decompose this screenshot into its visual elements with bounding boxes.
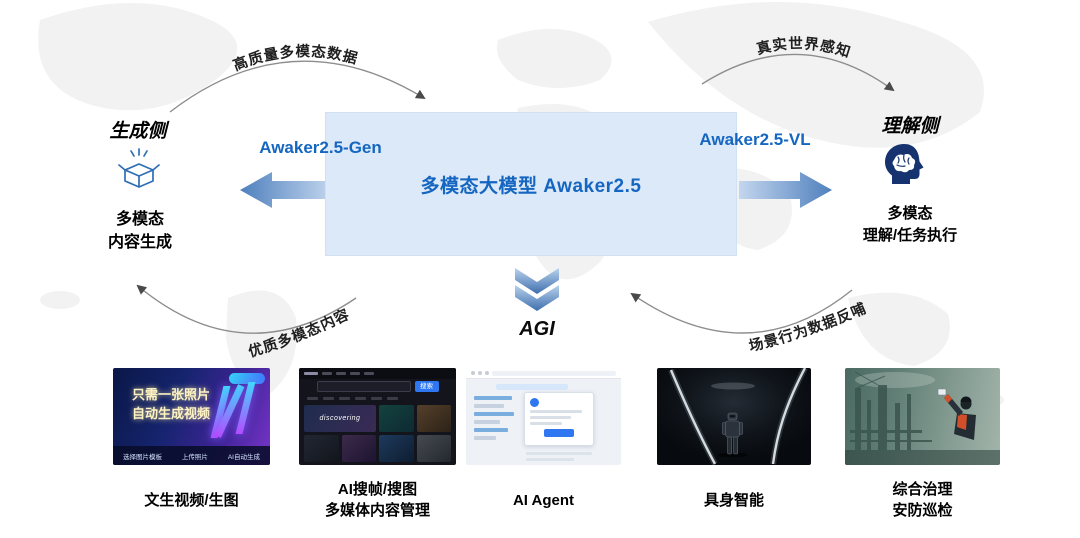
robot-figure xyxy=(722,412,743,455)
mini-banner xyxy=(496,384,568,390)
mini-link xyxy=(474,396,512,400)
mini-link xyxy=(474,428,508,432)
window-dot xyxy=(471,371,475,375)
caption-line: AI Agent xyxy=(512,491,575,509)
mini-search-button: 搜索 xyxy=(414,381,439,392)
mini-link xyxy=(474,436,496,440)
mini-search-row: 搜索 xyxy=(299,379,456,394)
mini-sidebar-links xyxy=(474,396,516,444)
caption-line: 多媒体内容管理 xyxy=(324,502,430,519)
understanding-caption-line2: 理解/任务执行 xyxy=(862,227,958,244)
promo-step-1: 选择图片模板 xyxy=(122,453,162,461)
promo-headline-2: 自动生成视频 xyxy=(131,406,210,421)
bottom-left-arc-arrow xyxy=(136,284,357,334)
bottom-left-arc-label: 优质多模态内容 xyxy=(246,305,352,361)
mini-confirm-button xyxy=(544,429,574,437)
understanding-side-label: 理解侧 xyxy=(881,116,939,137)
generation-box-icon xyxy=(116,146,162,192)
mini-search-input xyxy=(316,381,411,392)
top-right-arc-arrow xyxy=(701,53,895,92)
mini-navbar xyxy=(299,368,456,379)
generation-caption: 多模态 内容生成 xyxy=(82,208,198,254)
caption-line: 综合治理 xyxy=(892,481,953,498)
window-dot xyxy=(478,371,482,375)
mini-category xyxy=(387,397,398,400)
mini-bot-avatar-icon xyxy=(530,398,539,407)
card-caption-embodied: 具身智能 xyxy=(657,478,811,522)
mini-menu-item xyxy=(336,372,346,375)
awaker-gen-label: Awaker2.5-Gen xyxy=(259,138,382,157)
understanding-brain-icon xyxy=(880,141,928,189)
mini-text-line xyxy=(530,410,583,413)
caption-line: AI搜帧/搜图 xyxy=(337,481,418,498)
bottom-right-arc-arrow xyxy=(630,289,853,334)
generation-caption-line1: 多模态 xyxy=(115,211,164,228)
agi-chevron-icon xyxy=(515,285,559,311)
promo-step-3: AI自动生成 xyxy=(227,453,260,461)
agi-chevron-icon xyxy=(515,268,559,294)
mini-address-bar xyxy=(492,370,616,376)
inspector-figure xyxy=(937,388,976,440)
mini-video-card xyxy=(379,405,414,432)
mini-category-row xyxy=(299,394,456,403)
card-caption-agent: AI Agent xyxy=(466,478,621,522)
ai-video-search-thumbnail: 搜索 discovering xyxy=(299,368,456,465)
card-caption-security: 综合治理 安防巡检 xyxy=(845,478,1000,522)
mini-video-grid: discovering xyxy=(299,403,456,464)
mini-logo xyxy=(304,372,318,375)
window-dot xyxy=(485,371,489,375)
top-right-arc-label: 真实世界感知 xyxy=(755,34,854,61)
understanding-caption: 多模态 理解/任务执行 xyxy=(840,203,980,247)
card-caption-text2video: 文生视频/生图 xyxy=(113,478,270,522)
ai-agent-thumbnail xyxy=(466,368,621,465)
top-left-arc-arrow xyxy=(169,60,426,113)
top-left-arc-label: 高质量多模态数据 xyxy=(230,42,360,74)
left-block-arrow-icon xyxy=(240,172,333,208)
embodied-ai-thumbnail xyxy=(657,368,811,465)
understanding-caption-line1: 多模态 xyxy=(887,205,933,222)
robot-tunnel-graphic xyxy=(668,368,808,465)
mini-menu-item xyxy=(364,372,374,375)
mini-text-line xyxy=(526,458,574,461)
mini-link xyxy=(474,412,514,416)
security-inspection-thumbnail xyxy=(845,368,1000,465)
center-model-title: 多模态大模型 Awaker2.5 xyxy=(420,175,642,197)
mini-category xyxy=(371,397,382,400)
plant-inspector-graphic xyxy=(845,371,1000,465)
mini-category xyxy=(307,397,318,400)
mini-video-card xyxy=(416,435,451,462)
mini-browser-bar xyxy=(466,368,621,379)
bottom-right-arc-label: 场景行为数据反哺 xyxy=(747,299,869,355)
agi-label: AGI xyxy=(519,318,555,340)
mini-menu-item xyxy=(350,372,360,375)
mini-video-card xyxy=(304,435,339,462)
awaker-vl-label: Awaker2.5-VL xyxy=(699,130,811,149)
caption-line: 安防巡检 xyxy=(892,502,953,519)
mini-video-card xyxy=(379,435,414,462)
mini-category xyxy=(339,397,350,400)
mini-dialog-card xyxy=(524,392,594,446)
promo-steps-bar: 选择图片模板 上传照片 AI自动生成 xyxy=(113,446,270,465)
promo-badge xyxy=(229,373,265,384)
promo-step-2: 上传照片 xyxy=(181,453,208,461)
mini-category xyxy=(355,397,366,400)
mini-link xyxy=(474,404,504,408)
card-caption-search: AI搜帧/搜图 多媒体内容管理 xyxy=(299,478,456,522)
generation-side-label: 生成侧 xyxy=(109,121,167,142)
promo-headline-1: 只需一张照片 xyxy=(131,387,210,402)
mini-text-line xyxy=(526,452,592,455)
mini-menu-item xyxy=(322,372,332,375)
right-block-arrow-icon xyxy=(739,172,832,208)
mini-video-card xyxy=(341,435,376,462)
mini-link xyxy=(474,420,500,424)
text-to-video-thumbnail: 只需一张照片 自动生成视频 选择图片模板 上传照片 AI自动生成 xyxy=(113,368,270,465)
mini-video-card: discovering xyxy=(304,405,376,432)
mini-category xyxy=(323,397,334,400)
mini-text-line xyxy=(530,422,562,425)
caption-line: 具身智能 xyxy=(703,491,764,509)
caption-line: 文生视频/生图 xyxy=(144,491,239,509)
generation-caption-line2: 内容生成 xyxy=(107,234,172,251)
mini-video-card xyxy=(416,405,451,432)
mini-text-line xyxy=(530,416,571,419)
